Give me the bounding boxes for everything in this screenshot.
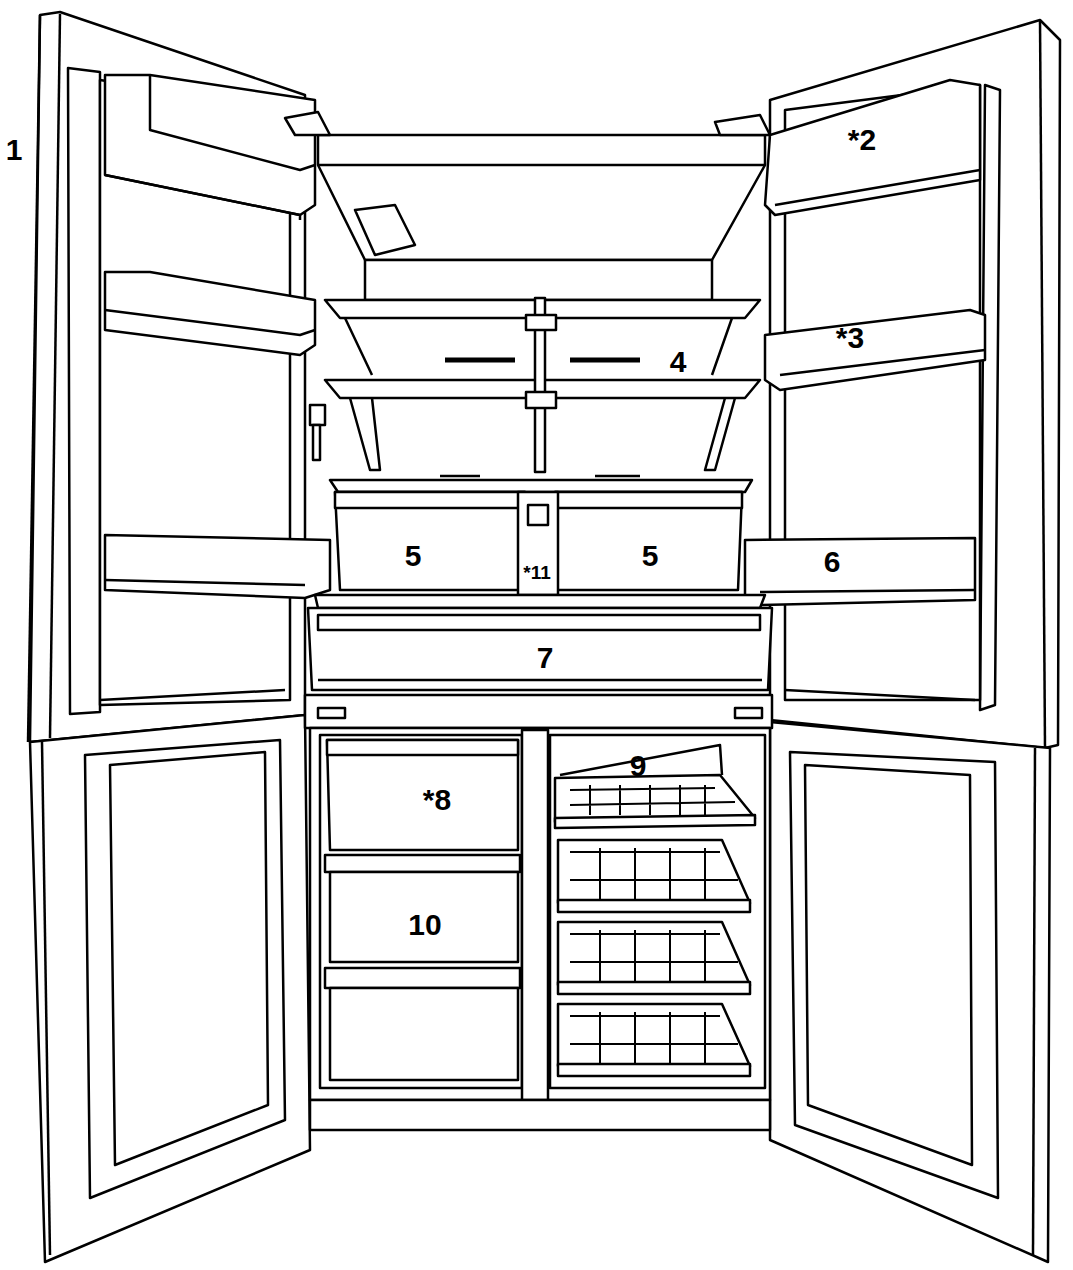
callout-number: 10 [408,910,441,940]
callout-number: 9 [630,751,647,781]
callout-number: *3 [836,323,864,353]
callout-number: 5 [405,541,422,571]
callout-number: 6 [824,547,841,577]
callout-number: *8 [423,785,451,815]
callout-number: *11 [523,563,550,582]
callout-number: 7 [537,643,554,673]
callout-number: 1 [6,135,23,165]
callout-number: 5 [642,541,659,571]
callout-number: 4 [670,347,687,377]
callout-number: *2 [848,125,876,155]
